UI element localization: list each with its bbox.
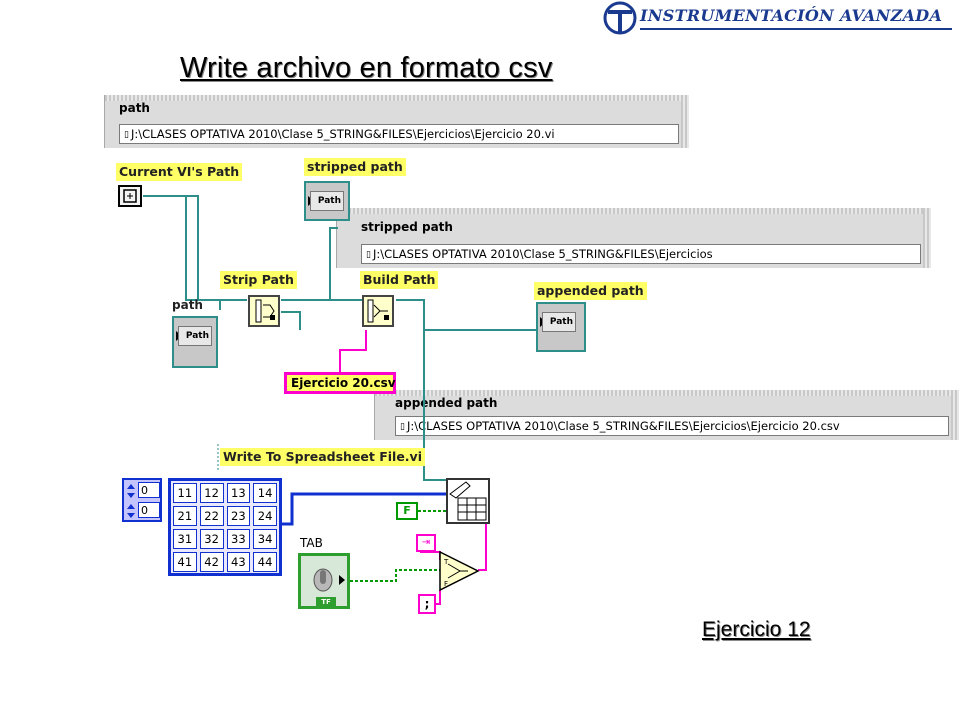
wire-build-to-appended [396,299,540,331]
current-vi-path-label: Current VI's Path [116,163,243,181]
brand-underline [640,28,952,30]
tab-control-label: TAB [300,536,323,550]
appended-path-indicator-label: appended path [395,396,498,410]
wire-csv-to-build [339,330,367,372]
build-path-label: Build Path [360,271,439,289]
appended-path-indicator-value: J:\CLASES OPTATIVA 2010\Clase 5_STRING&F… [406,419,840,433]
array-cell[interactable]: 12 [199,483,224,503]
spreadsheet-icon [449,481,487,521]
stripped-path-indicator-value: J:\CLASES OPTATIVA 2010\Clase 5_STRING&F… [372,247,713,261]
array-cell[interactable]: 34 [253,529,277,549]
wire-semicolon [436,590,441,605]
tab-character-constant[interactable]: ⇥ [416,534,436,552]
stripped-path-terminal-label: stripped path [304,158,406,176]
write-spreadsheet-node[interactable] [446,478,490,524]
array-index-row[interactable]: 0 [138,482,160,498]
path-wires [143,195,540,481]
select-icon [447,563,468,579]
brand-title: INSTRUMENTACIÓN AVANZADA [640,6,943,25]
strip-path-node[interactable] [248,295,280,327]
appended-path-indicator-panel: appended path ▯J:\CLASES OPTATIVA 2010\C… [374,390,959,440]
path-indicator-value: J:\CLASES OPTATIVA 2010\Clase 5_STRING&F… [130,127,555,141]
build-path-node[interactable] [362,295,394,327]
stripped-path-indicator-label: stripped path [361,220,453,234]
build-path-icon [367,299,389,323]
select-node[interactable]: T F [438,550,480,592]
array-cell[interactable]: 22 [199,506,224,526]
array-wires [282,492,446,526]
array-cell[interactable]: 32 [199,529,224,549]
semicolon-constant[interactable]: ; [418,594,436,614]
appended-path-terminal-label: appended path [534,282,647,300]
path-indicator-panel: path ▯J:\CLASES OPTATIVA 2010\Clase 5_ST… [104,95,689,148]
index-increment-icon [127,484,135,518]
array-cell[interactable]: 21 [173,506,197,526]
path-indicator-field[interactable]: ▯J:\CLASES OPTATIVA 2010\Clase 5_STRING&… [119,124,679,144]
strip-path-label: Strip Path [220,271,297,289]
path-indicator-label: path [119,101,150,115]
wire-tab-to-select [350,569,440,582]
file-icon: ▯ [400,422,405,432]
toggle-switch-icon [313,568,345,592]
wire-current-vi-to-path [197,196,221,310]
array-cell[interactable]: 23 [226,506,251,526]
wire-to-stripped-path [329,227,338,300]
exercise-label: Ejercicio 12 [702,618,811,641]
path-terminal-label: path [172,298,203,312]
wire-build-to-write [423,330,446,481]
array-cell[interactable]: 42 [199,552,224,572]
false-constant[interactable]: F [396,502,418,520]
array-cell[interactable]: 24 [253,506,277,526]
vi-path-icon [123,189,137,203]
svg-text:T: T [443,558,449,566]
array-cell[interactable]: 33 [226,529,251,549]
tf-indicator: TF [316,597,336,607]
wire-tab-const [420,551,441,560]
array-index-column[interactable]: 0 [138,502,160,518]
array-index-display[interactable]: 0 0 [122,478,162,522]
array-cell[interactable]: 11 [173,483,197,503]
appended-path-indicator-field[interactable]: ▯J:\CLASES OPTATIVA 2010\Clase 5_STRING&… [395,416,949,436]
tab-arrow-icon: ⇥ [421,537,431,548]
university-logo-icon [603,1,637,35]
csv-filename-constant[interactable]: Ejercicio 20.csv [284,372,396,394]
array-cell[interactable]: 41 [173,552,197,572]
file-icon: ▯ [124,130,129,140]
path-terminal[interactable]: Path [172,316,218,368]
array-cell[interactable]: 31 [173,529,197,549]
wire-array-to-write [282,492,446,526]
array-cell[interactable]: 14 [253,483,277,503]
strip-path-icon [255,299,275,323]
appended-path-terminal[interactable]: Path [536,302,586,352]
array-cell[interactable]: 43 [226,552,251,572]
write-spreadsheet-label: Write To Spreadsheet File.vi [220,448,425,466]
svg-text:F: F [444,580,448,588]
stripped-path-indicator-panel: stripped path ▯J:\CLASES OPTATIVA 2010\C… [336,208,931,268]
file-icon: ▯ [366,250,371,260]
bool-wires [350,510,446,582]
current-vi-path-node[interactable] [118,185,142,207]
stripped-path-indicator-field[interactable]: ▯J:\CLASES OPTATIVA 2010\Clase 5_STRING&… [361,244,921,264]
header-brand: INSTRUMENTACIÓN AVANZADA [600,0,960,36]
page-title: Write archivo en formato csv [180,52,553,84]
array-cell[interactable]: 13 [226,483,251,503]
numeric-array-constant[interactable]: 11 12 13 14 21 22 23 24 31 32 33 34 41 4… [168,478,282,576]
stripped-path-terminal[interactable]: Path [304,181,350,221]
array-cell[interactable]: 44 [253,552,277,572]
